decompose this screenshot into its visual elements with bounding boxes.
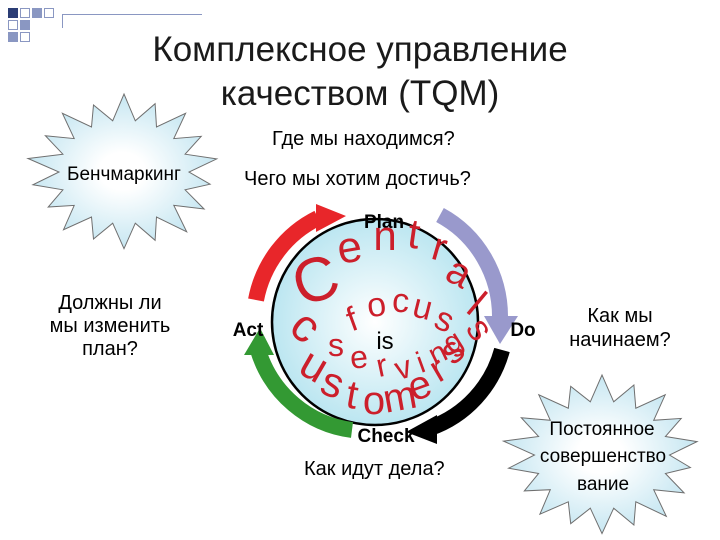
serving-letter: s: [328, 327, 344, 363]
act-arrow: [248, 210, 322, 302]
center-oval: [270, 217, 480, 427]
check-arrow: [250, 347, 354, 438]
plan-arrow: [436, 207, 509, 319]
improvement-line-1: Постоянное: [549, 419, 654, 440]
title-line-2: качеством (TQM): [220, 74, 500, 113]
customers-letter: m: [380, 373, 420, 422]
act-label: Act: [233, 320, 264, 341]
change-question-line-1: Должны ли: [58, 292, 162, 314]
start-question-line-1: Как мы: [587, 305, 653, 327]
improvement-line-2: совершенство: [540, 446, 666, 467]
do-arrowhead: [406, 415, 437, 444]
progress-question: Как идут дела?: [304, 458, 445, 480]
improvement-label: Постоянное совершенство вание: [540, 419, 666, 495]
title-line-1: Комплексное управление: [152, 30, 568, 69]
plan-label: Plan: [364, 212, 404, 233]
start-question: Как мы начинаем?: [555, 304, 685, 352]
change-question-line-2: мы изменить: [49, 315, 171, 337]
where-question: Где мы находимся?: [272, 128, 455, 150]
change-question-line-3: план?: [82, 338, 138, 360]
customers-letter: o: [363, 379, 385, 423]
start-question-line-2: начинаем?: [569, 329, 671, 351]
do-label: Do: [510, 320, 535, 341]
benchmarking-starburst: [26, 92, 219, 250]
serving-letter: e: [348, 338, 369, 376]
goal-question: Чего мы хотим достичь?: [244, 168, 471, 190]
check-label: Check: [357, 426, 414, 447]
benchmarking-label: Бенчмаркинг: [67, 164, 181, 185]
change-question: Должны ли мы изменить план?: [35, 292, 185, 361]
plan-arrowhead: [484, 316, 518, 344]
word-is: is: [376, 328, 393, 355]
focus-letter: c: [391, 281, 411, 320]
improvement-starburst: [501, 373, 699, 535]
improvement-line-3: вание: [577, 474, 629, 495]
act-arrowhead: [316, 204, 346, 232]
do-arrow: [427, 347, 510, 436]
slide-title: Комплексное управление качеством (TQM): [110, 28, 610, 116]
central-letter: n: [373, 212, 396, 259]
check-arrowhead: [244, 328, 274, 355]
